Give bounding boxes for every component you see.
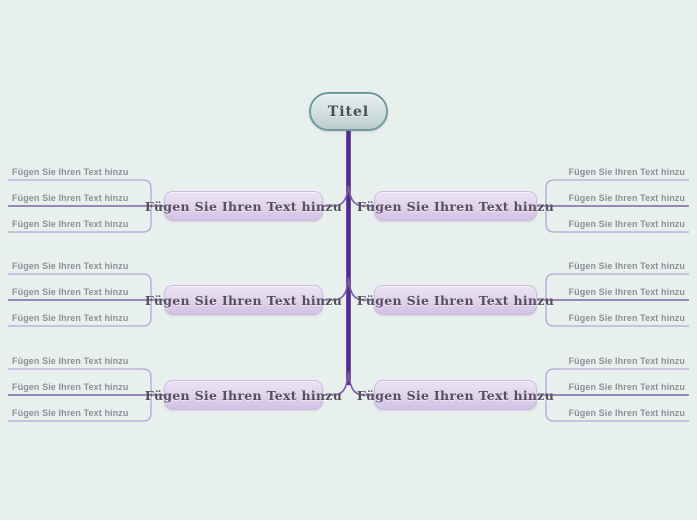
root-node[interactable]: Titel: [309, 92, 388, 131]
child-node-left-3-1[interactable]: Fügen Sie Ihren Text hinzu: [12, 356, 129, 366]
branch-node-left-3[interactable]: Fügen Sie Ihren Text hinzu: [145, 380, 342, 410]
child-node-right-2-1[interactable]: Fügen Sie Ihren Text hinzu: [568, 261, 685, 271]
child-node-right-1-1[interactable]: Fügen Sie Ihren Text hinzu: [568, 167, 685, 177]
branch-node-right-3[interactable]: Fügen Sie Ihren Text hinzu: [357, 380, 554, 410]
child-node-left-3-2[interactable]: Fügen Sie Ihren Text hinzu: [12, 382, 129, 392]
branch-node-right-1[interactable]: Fügen Sie Ihren Text hinzu: [357, 191, 554, 221]
child-node-left-1-1[interactable]: Fügen Sie Ihren Text hinzu: [12, 167, 129, 177]
child-node-right-1-2[interactable]: Fügen Sie Ihren Text hinzu: [568, 193, 685, 203]
branch-node-label: Fügen Sie Ihren Text hinzu: [144, 387, 343, 403]
child-node-right-2-2[interactable]: Fügen Sie Ihren Text hinzu: [568, 287, 685, 297]
child-node-left-1-2[interactable]: Fügen Sie Ihren Text hinzu: [12, 193, 129, 203]
child-node-right-3-1[interactable]: Fügen Sie Ihren Text hinzu: [568, 356, 685, 366]
root-node-label: Titel: [327, 103, 370, 120]
child-node-left-2-3[interactable]: Fügen Sie Ihren Text hinzu: [12, 313, 129, 323]
child-node-left-3-3[interactable]: Fügen Sie Ihren Text hinzu: [12, 408, 129, 418]
child-node-left-2-2[interactable]: Fügen Sie Ihren Text hinzu: [12, 287, 129, 297]
branch-node-label: Fügen Sie Ihren Text hinzu: [144, 292, 343, 308]
branch-node-label: Fügen Sie Ihren Text hinzu: [356, 292, 555, 308]
branch-node-left-2[interactable]: Fügen Sie Ihren Text hinzu: [145, 285, 342, 315]
child-node-left-2-1[interactable]: Fügen Sie Ihren Text hinzu: [12, 261, 129, 271]
branch-node-label: Fügen Sie Ihren Text hinzu: [356, 387, 555, 403]
child-node-right-1-3[interactable]: Fügen Sie Ihren Text hinzu: [568, 219, 685, 229]
child-node-right-3-3[interactable]: Fügen Sie Ihren Text hinzu: [568, 408, 685, 418]
branch-node-left-1[interactable]: Fügen Sie Ihren Text hinzu: [145, 191, 342, 221]
branch-node-label: Fügen Sie Ihren Text hinzu: [144, 198, 343, 214]
branch-node-label: Fügen Sie Ihren Text hinzu: [356, 198, 555, 214]
child-node-left-1-3[interactable]: Fügen Sie Ihren Text hinzu: [12, 219, 129, 229]
branch-node-right-2[interactable]: Fügen Sie Ihren Text hinzu: [357, 285, 554, 315]
child-node-right-3-2[interactable]: Fügen Sie Ihren Text hinzu: [568, 382, 685, 392]
child-node-right-2-3[interactable]: Fügen Sie Ihren Text hinzu: [568, 313, 685, 323]
